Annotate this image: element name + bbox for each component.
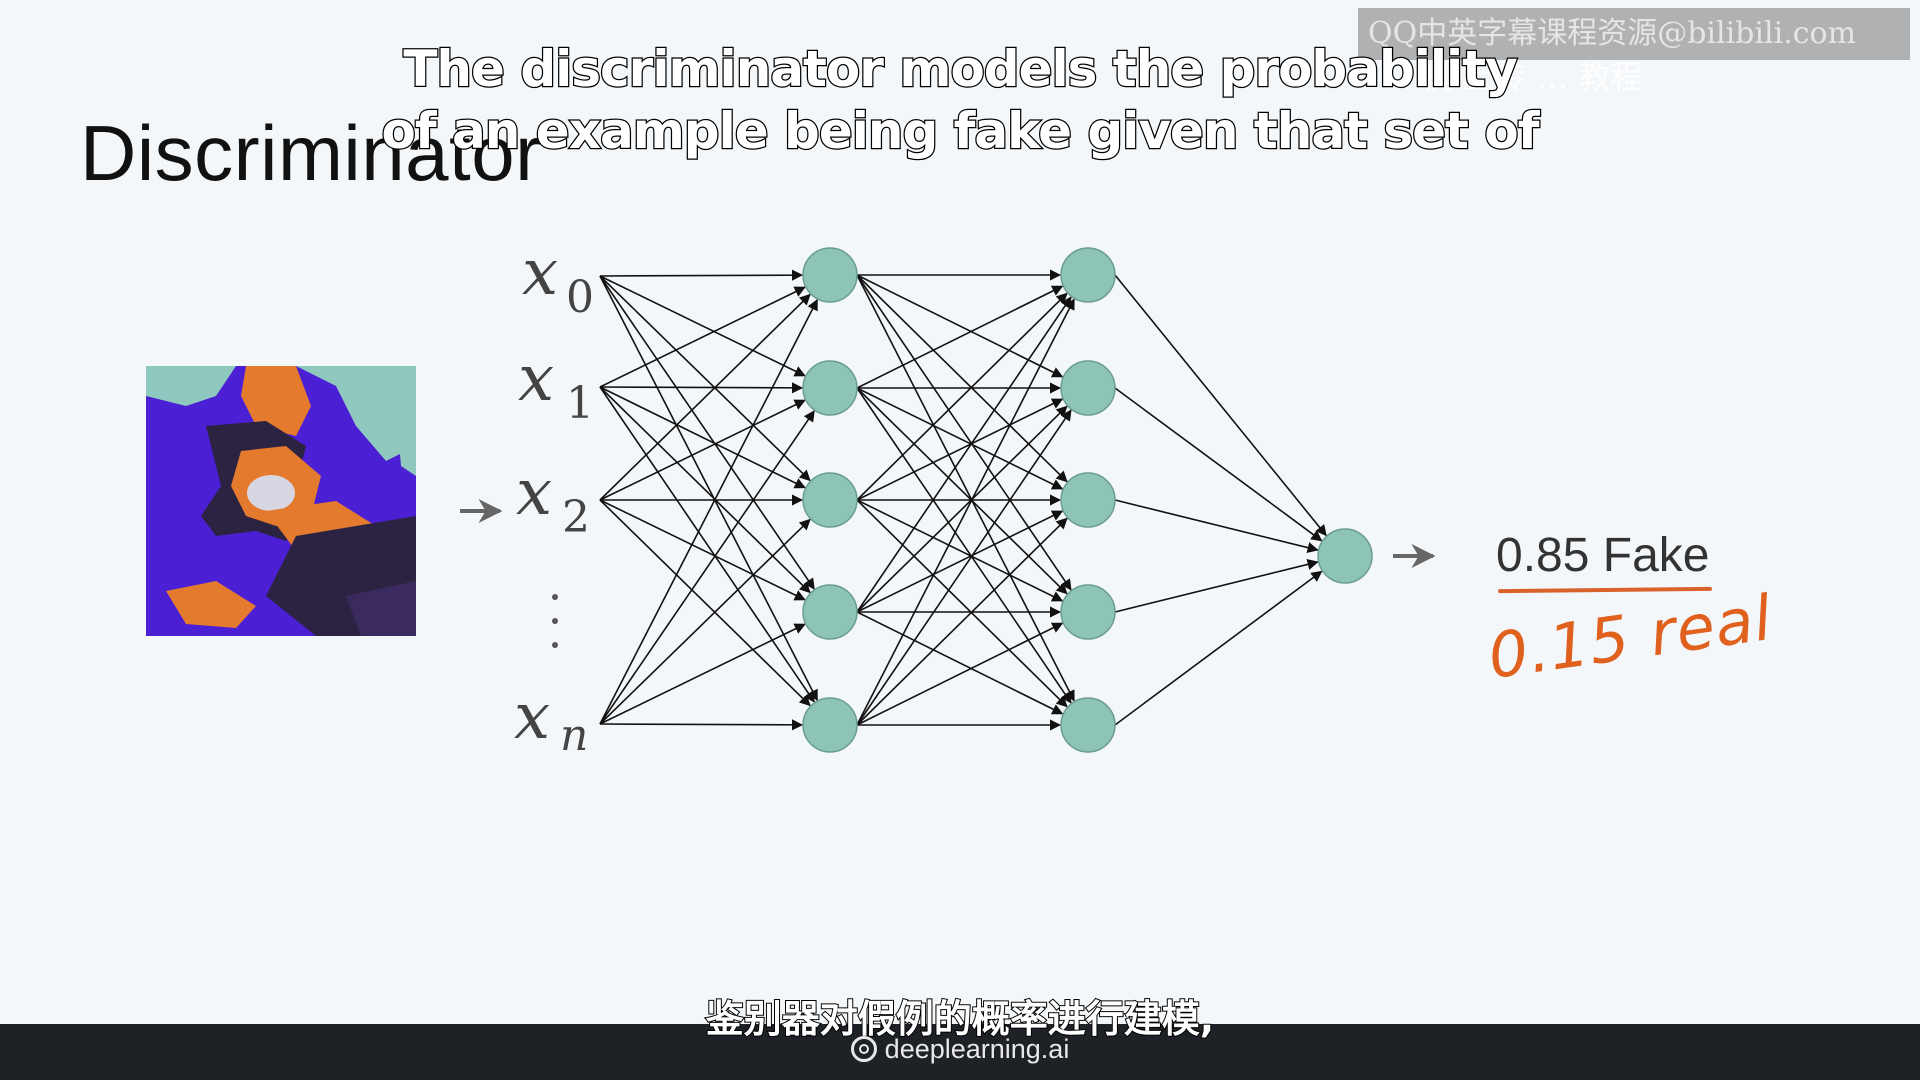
network-edge [599,410,815,725]
network-edge [1114,499,1319,554]
network-edge [856,285,1064,389]
hidden-node [1060,360,1116,416]
network-edge [1114,387,1323,542]
hidden-node [802,360,858,416]
network-edge [856,387,1068,595]
network-edge [856,405,1068,613]
network-edge [856,622,1064,726]
footer-bar [0,1024,1920,1080]
network-edge [599,386,811,594]
network-edge [856,274,1072,591]
input-label-x0: x 0 [522,236,594,323]
network-edge [856,387,1064,490]
subtitle-english-line1: The discriminator models the probability [402,39,1519,100]
network-edge [856,387,1072,704]
input-ellipsis [552,594,558,648]
network-edge [599,298,818,725]
network-edges [599,269,1327,731]
input-var: x [518,342,554,416]
subtitle-chinese: 鉴别器对假例的概率进行建模, [705,996,1215,1042]
network-edge [856,611,1064,715]
input-var: x [522,236,558,310]
output-node [1317,528,1373,584]
network-edge [856,298,1075,726]
network-edge [599,499,806,601]
watermark: QQ中英字幕课程资源@bilibili.com [1358,8,1910,60]
input-image [146,366,416,636]
network-edge [599,269,804,281]
subtitle-english-line2: of an example being fake given that set … [380,101,1540,162]
network-edge [856,274,1075,702]
network-nodes [802,247,1373,753]
input-image-art [146,366,416,636]
hidden-node [802,472,858,528]
network-edge [599,275,815,590]
footer-brand: deeplearning.ai [0,1034,1920,1065]
hidden-node [1060,584,1116,640]
input-label-x1: x 1 [518,342,594,429]
network-edge [599,275,811,482]
input-sub: n [560,710,588,761]
network-edge [599,275,806,377]
network-edge [856,274,1064,378]
network-edge [856,499,1068,708]
result-fake-label: 0.85 Fake [1496,529,1710,582]
watermark-sub: 机 上传 … 教程 [1420,58,1643,96]
network-edge [856,510,1064,613]
input-label-x2: x 2 [516,456,590,543]
deeplearning-logo-icon [850,1036,877,1062]
hidden-node [1060,472,1116,528]
input-sub: 2 [562,492,590,543]
network-edge [856,499,1064,602]
network-edge [599,623,806,725]
network-edge [599,386,815,703]
network-edge [1114,570,1323,726]
network-edge [856,409,1072,726]
network-edge [599,382,804,394]
hidden-node [1060,697,1116,753]
network-edge [599,399,806,501]
input-label-xn: x n [514,680,588,761]
network-edge [856,398,1064,501]
network-edge [856,296,1072,613]
network-edge [599,499,811,707]
network-edge [1114,274,1327,537]
network-edge [599,518,811,725]
hidden-node [802,584,858,640]
network-edge [856,517,1068,726]
network-edge [599,386,806,489]
network-edge [599,275,818,702]
network-edge [856,292,1068,501]
network-edge [1114,558,1319,613]
subtitle-english: The discriminator models the probability… [0,38,1920,162]
slide-title: Discriminator [80,109,542,197]
network-edge [599,293,811,501]
network-edge [599,286,806,388]
footer-brand-text: deeplearning.ai [884,1034,1070,1064]
network-edge [599,719,804,731]
input-sub: 0 [566,272,594,323]
input-var: x [516,456,552,530]
input-var: x [514,680,550,754]
input-sub: 1 [566,378,594,429]
hidden-node [1060,247,1116,303]
hidden-node [802,247,858,303]
hidden-node [802,697,858,753]
network-edge [856,274,1068,483]
